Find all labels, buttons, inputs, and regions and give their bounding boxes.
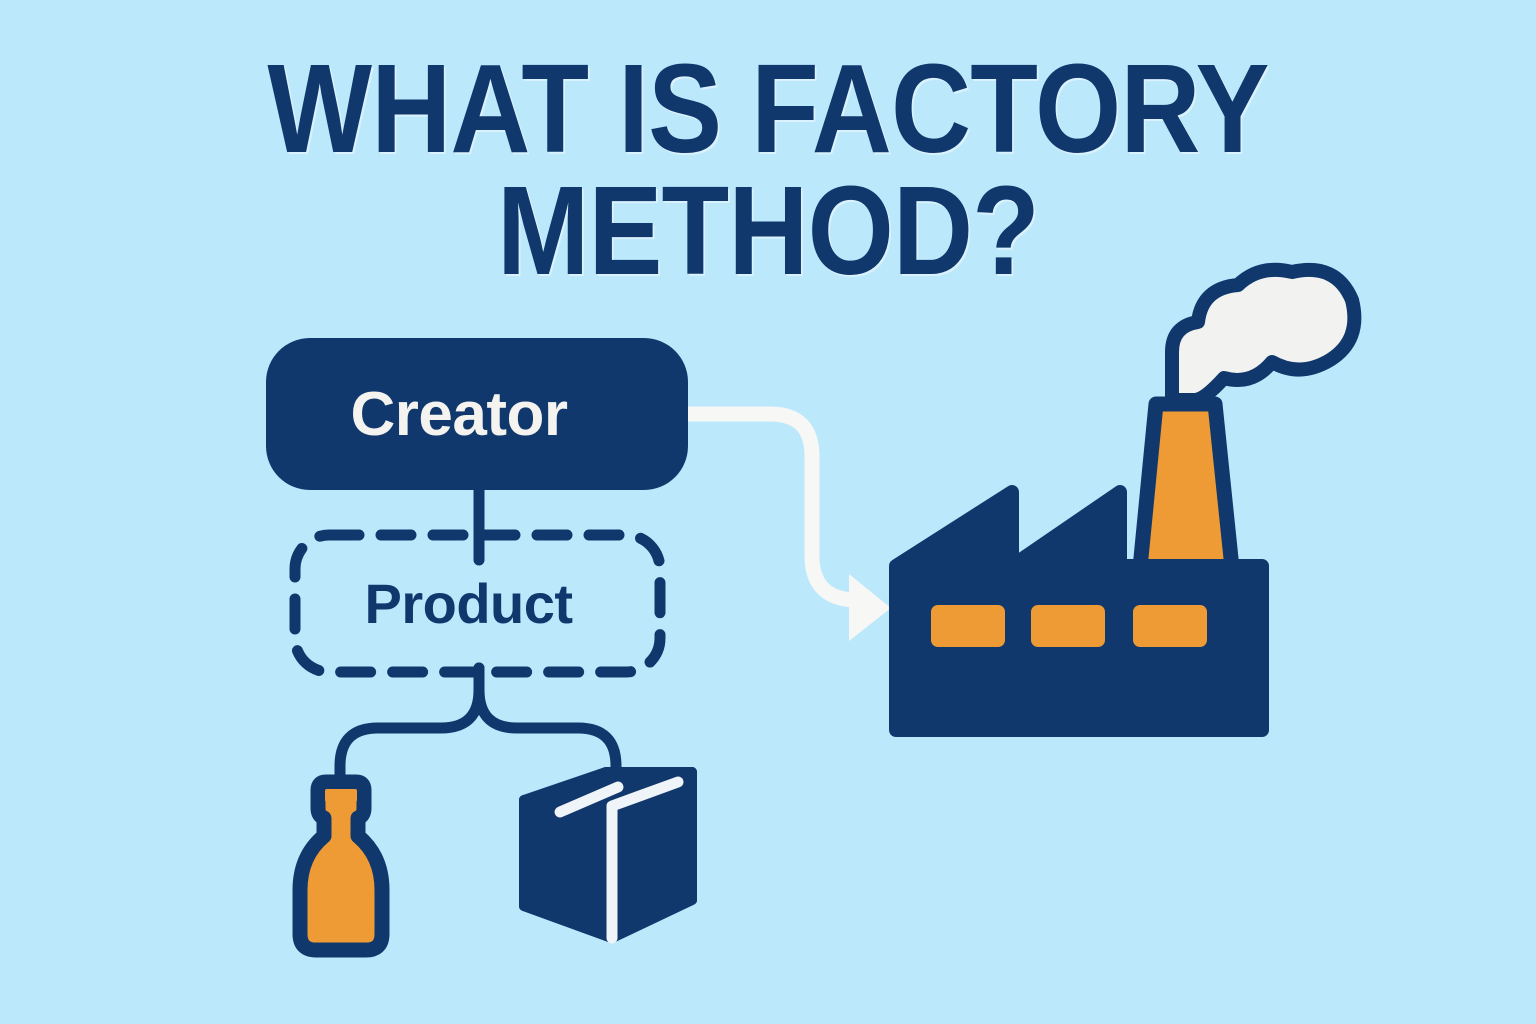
product-to-bottle-line [334, 662, 485, 788]
creator-to-factory-line [680, 406, 862, 608]
bottle-cap-band [325, 789, 357, 802]
factory-icon [889, 262, 1362, 737]
bottle-icon [292, 774, 390, 958]
creator-to-factory-arrowhead [849, 574, 891, 641]
connector-creator-to-factory [680, 406, 891, 641]
box-tape-seam [606, 776, 684, 944]
factory-window-1 [931, 605, 1005, 647]
factory-chimney [1132, 396, 1240, 576]
factory-window-2 [1031, 605, 1105, 647]
bottle-body [292, 774, 390, 958]
product-to-box-line [473, 662, 622, 788]
factory-smoke [1165, 262, 1362, 407]
factory-window-3 [1133, 605, 1207, 647]
package-box-icon [519, 767, 697, 944]
connector-product-to-children [334, 662, 622, 788]
box-tape-top [554, 781, 624, 818]
creator-node-box[interactable] [266, 338, 688, 490]
